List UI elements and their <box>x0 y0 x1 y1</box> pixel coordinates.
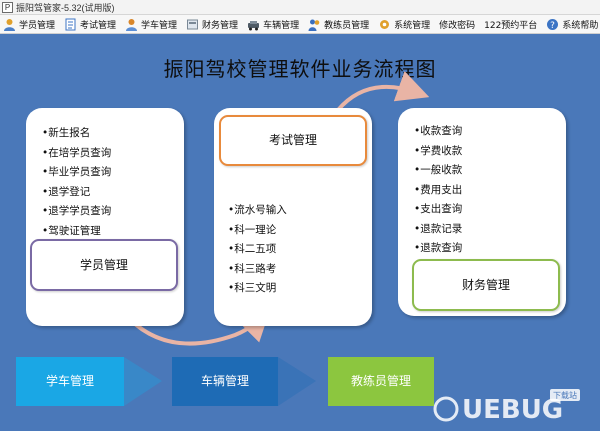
list-item[interactable]: •科三路考 <box>228 262 277 275</box>
finance-function-list: •收款查询 •学费收款 •一般收款 •费用支出 •支出查询 •退款记录 •退款查… <box>398 108 566 259</box>
list-item[interactable]: •一般收款 <box>414 164 463 176</box>
flowchart-title: 振阳驾校管理软件业务流程图 <box>163 57 437 81</box>
window-title: 振阳驾管家-5.32(试用版) <box>16 2 115 13</box>
menu-student[interactable]: 学员管理 <box>3 16 55 33</box>
list-item[interactable]: •退款查询 <box>414 242 463 254</box>
list-item[interactable]: •流水号输入 <box>228 204 287 216</box>
list-item[interactable]: •退款记录 <box>414 222 463 235</box>
list-item[interactable]: •科三文明 <box>228 282 277 294</box>
menu-122-platform[interactable]: 122预约平台 <box>484 20 538 31</box>
menu-help[interactable]: ? 系统帮助 <box>546 16 598 33</box>
car-learn-icon <box>125 18 138 31</box>
list-item[interactable]: •科二五项 <box>228 243 277 255</box>
student-icon <box>3 18 16 31</box>
list-item[interactable]: •退学登记 <box>42 185 91 198</box>
menu-change-password[interactable]: 修改密码 <box>439 20 476 31</box>
list-item[interactable]: •学费收款 <box>414 144 463 157</box>
flowchart-canvas: 振阳驾校管理软件业务流程图 •新生报名 •在培学员查询 •毕业学员查询 •退学登… <box>0 35 600 431</box>
app-icon: P <box>2 1 13 13</box>
chevron-coach[interactable]: 教练员管理 <box>350 374 411 388</box>
help-icon: ? <box>546 18 559 31</box>
menu-finance[interactable]: 财务管理 <box>186 16 238 33</box>
title-bar: P 振阳驾管家-5.32(试用版) <box>0 0 600 15</box>
list-item[interactable]: •收款查询 <box>414 125 463 137</box>
svg-text:?: ? <box>550 21 555 31</box>
menu-vehicle[interactable]: 车辆管理 <box>247 16 299 33</box>
svg-text:下载站: 下载站 <box>553 390 577 400</box>
uebug-watermark-logo: UEBUG 下载站 <box>433 389 580 425</box>
system-icon <box>378 18 391 31</box>
coach-icon <box>308 18 321 31</box>
list-item[interactable]: •驾驶证管理 <box>42 224 101 237</box>
student-management-box[interactable]: 学员管理 <box>30 239 178 291</box>
finance-management-box[interactable]: 财务管理 <box>412 259 560 311</box>
menu-system[interactable]: 系统管理 <box>378 16 430 33</box>
menu-bar: 学员管理 考试管理 学车管理 财务管理 车辆管理 教练员管理 系统管理 修改密码… <box>0 15 600 34</box>
list-item[interactable]: •科一理论 <box>228 223 277 236</box>
chevron-coach-shape <box>328 357 434 406</box>
exam-function-list: •流水号输入 •科一理论 •科二五项 •科三路考 •科三文明 <box>214 108 372 299</box>
exam-management-box[interactable]: 考试管理 <box>219 115 367 166</box>
menu-car-learn[interactable]: 学车管理 <box>125 16 177 33</box>
list-item[interactable]: •退学学员查询 <box>42 205 112 217</box>
svg-text:UEBUG: UEBUG <box>462 395 563 425</box>
finance-icon <box>186 18 199 31</box>
chevron-car-learn[interactable]: 学车管理 <box>45 374 94 388</box>
menu-coach[interactable]: 教练员管理 <box>308 16 369 33</box>
exam-icon <box>64 18 77 31</box>
student-function-list: •新生报名 •在培学员查询 •毕业学员查询 •退学登记 •退学学员查询 •驾驶证… <box>26 108 184 241</box>
list-item[interactable]: •新生报名 <box>42 127 91 139</box>
list-item[interactable]: •毕业学员查询 <box>42 166 112 178</box>
chevron-shapes <box>16 357 434 406</box>
menu-exam[interactable]: 考试管理 <box>64 16 116 33</box>
chevron-vehicle[interactable]: 车辆管理 <box>200 374 249 388</box>
list-item[interactable]: •在培学员查询 <box>42 146 112 159</box>
list-item[interactable]: •支出查询 <box>414 203 463 215</box>
vehicle-icon <box>247 18 260 31</box>
list-item[interactable]: •费用支出 <box>414 183 463 196</box>
